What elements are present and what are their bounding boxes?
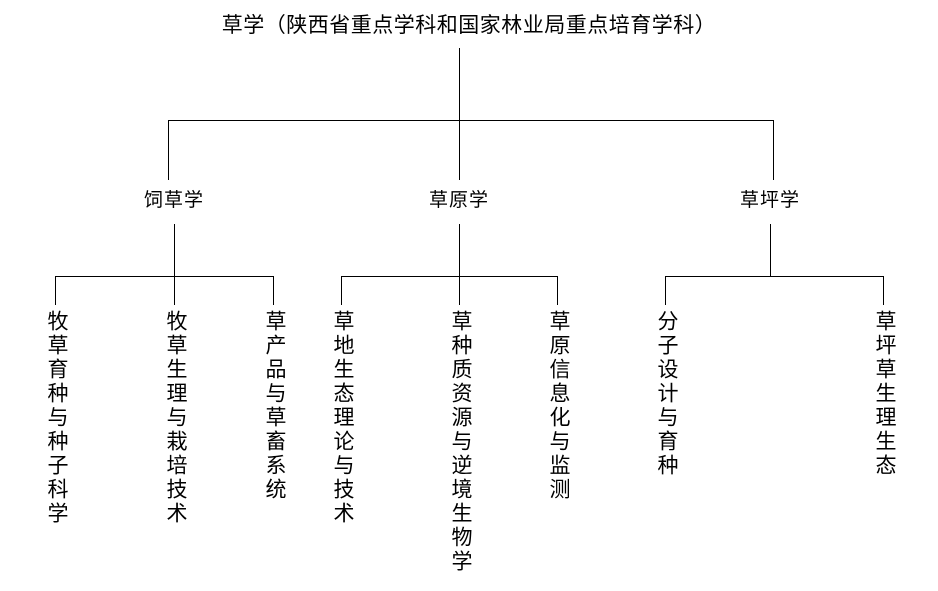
leaf-label-1-2: 牧草生理与栽培技术 bbox=[164, 310, 188, 526]
branch-label-1: 饲草学 bbox=[143, 190, 205, 211]
leaf-label-1-1: 牧草育种与种子科学 bbox=[45, 310, 69, 526]
branch-2-drop-line-2 bbox=[459, 276, 460, 305]
leaf-label-1-3: 草产品与草畜系统 bbox=[263, 310, 287, 502]
leaf-label-2-1: 草地生态理论与技术 bbox=[331, 310, 355, 526]
branch-2-drop-line-1 bbox=[341, 276, 342, 305]
root-drop-line-1 bbox=[168, 120, 169, 180]
root-drop-line-3 bbox=[773, 120, 774, 180]
branch-1-drop-line-3 bbox=[273, 276, 274, 305]
branch-label-3: 草坪学 bbox=[739, 190, 801, 211]
branch-3-drop-line-1 bbox=[665, 276, 666, 305]
branch-3-drop-line-2 bbox=[883, 276, 884, 305]
leaf-label-3-2: 草坪草生理生态 bbox=[873, 310, 897, 478]
leaf-label-2-2: 草种质资源与逆境生物学 bbox=[449, 310, 473, 574]
root-stem-line bbox=[459, 48, 460, 120]
branch-label-2: 草原学 bbox=[428, 190, 490, 211]
branch-2-drop-line-3 bbox=[557, 276, 558, 305]
branch-1-bus-line bbox=[55, 276, 274, 277]
leaf-label-2-3: 草原信息化与监测 bbox=[547, 310, 571, 502]
branch-3-bus-line bbox=[665, 276, 883, 277]
diagram-title: 草学（陕西省重点学科和国家林业局重点培育学科） bbox=[221, 13, 717, 37]
branch-2-bus-line bbox=[341, 276, 558, 277]
branch-3-stem-line bbox=[770, 224, 771, 277]
root-bus-line bbox=[168, 120, 774, 121]
branch-1-drop-line-1 bbox=[55, 276, 56, 305]
root-drop-line-2 bbox=[459, 120, 460, 180]
branch-1-stem-line bbox=[174, 224, 175, 277]
branch-2-stem-line bbox=[459, 224, 460, 277]
leaf-label-3-1: 分子设计与育种 bbox=[655, 310, 679, 478]
branch-1-drop-line-2 bbox=[174, 276, 175, 305]
